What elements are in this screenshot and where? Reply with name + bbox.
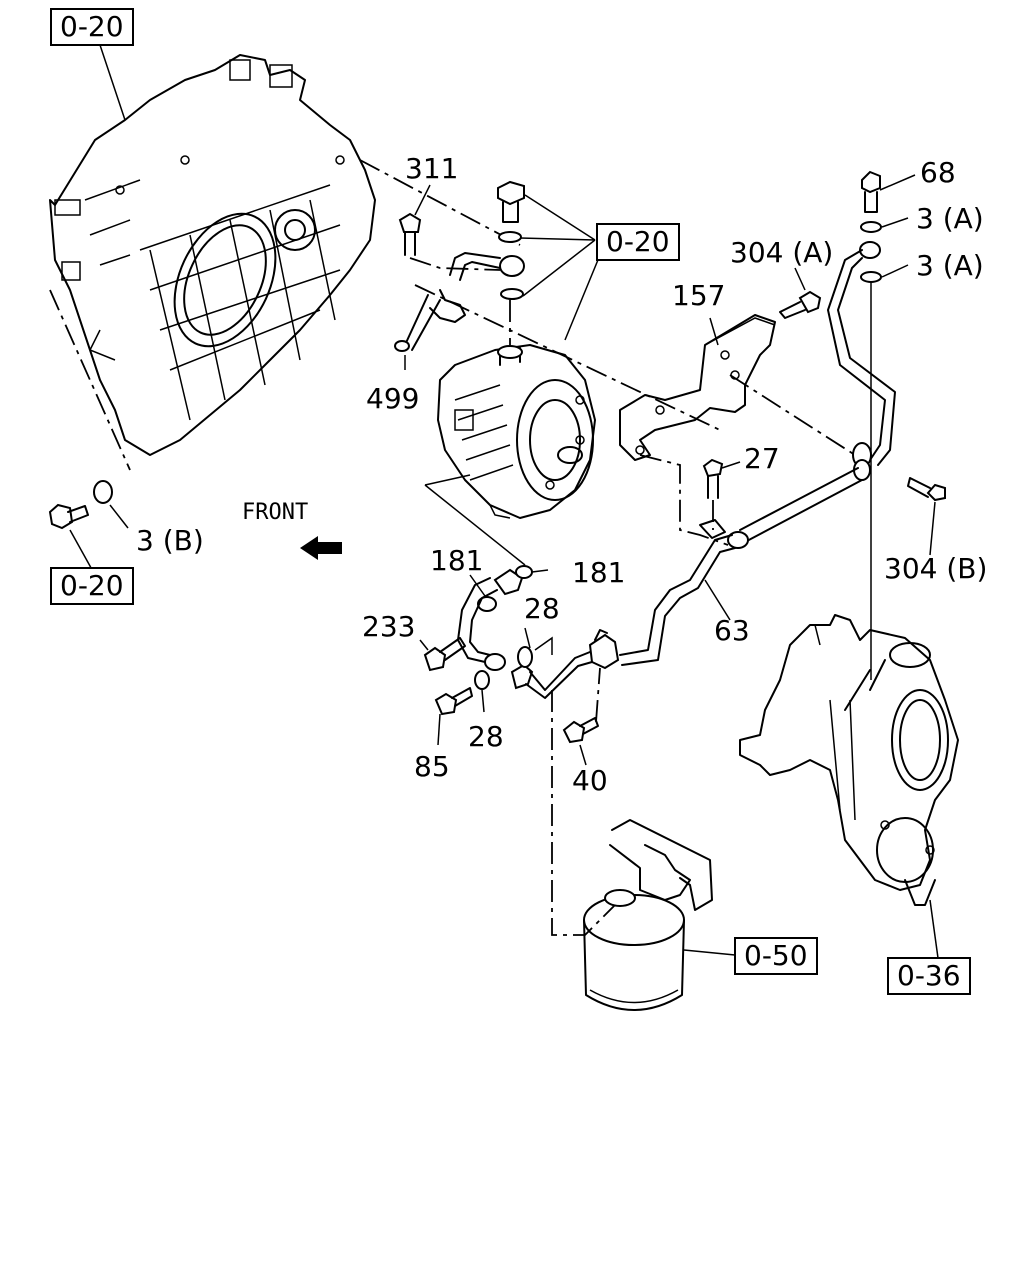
part-label-233: 233 (362, 610, 415, 643)
pipe-63 (619, 467, 863, 666)
part-label-181-left: 181 (430, 544, 483, 577)
part-label-3a-lower: 3 (A) (916, 249, 984, 282)
part-label-304b: 304 (B) (884, 552, 987, 585)
part-label-499: 499 (366, 382, 419, 415)
reference-box-turbo[interactable]: 0-36 (887, 957, 971, 995)
reference-box-top-left[interactable]: 0-20 (50, 8, 134, 46)
bolt-40 (562, 667, 601, 766)
front-direction-label: FRONT (242, 500, 309, 525)
bolt-3b-assembly (48, 480, 129, 576)
bolt-233 (419, 637, 466, 672)
part-label-40: 40 (572, 764, 608, 797)
part-label-311: 311 (405, 152, 458, 185)
bolt-27 (699, 458, 741, 539)
turbocharger (739, 614, 959, 959)
reference-box-oil-filter[interactable]: 0-50 (734, 937, 818, 975)
bolt-304b (907, 477, 946, 556)
turbo-oil-pipe (827, 241, 896, 481)
vacuum-pump (437, 344, 596, 519)
bolt-68-assembly (860, 170, 916, 680)
part-label-85: 85 (414, 750, 450, 783)
part-label-3a-upper: 3 (A) (916, 202, 984, 235)
part-label-68: 68 (920, 156, 956, 189)
oil-filter (583, 819, 736, 1011)
part-label-28-lower: 28 (468, 720, 504, 753)
part-label-28-upper: 28 (524, 592, 560, 625)
bolt-85 (434, 687, 473, 746)
part-label-3b: 3 (B) (136, 524, 204, 557)
part-label-181-right: 181 (572, 556, 625, 589)
front-arrow-icon (300, 536, 342, 560)
reference-box-pump-fasteners[interactable]: 0-20 (596, 223, 680, 261)
bolt-304a (779, 267, 822, 319)
part-label-157: 157 (672, 279, 725, 312)
part-label-63: 63 (714, 614, 750, 647)
bolt-311-and-hose-499 (394, 184, 525, 370)
reference-box-bottom-left[interactable]: 0-20 (50, 567, 134, 605)
part-label-304a: 304 (A) (730, 236, 833, 269)
part-label-27: 27 (744, 442, 780, 475)
pump-fasteners (497, 180, 601, 345)
flywheel-housing (49, 54, 376, 456)
oil-feed-fittings (457, 565, 620, 713)
